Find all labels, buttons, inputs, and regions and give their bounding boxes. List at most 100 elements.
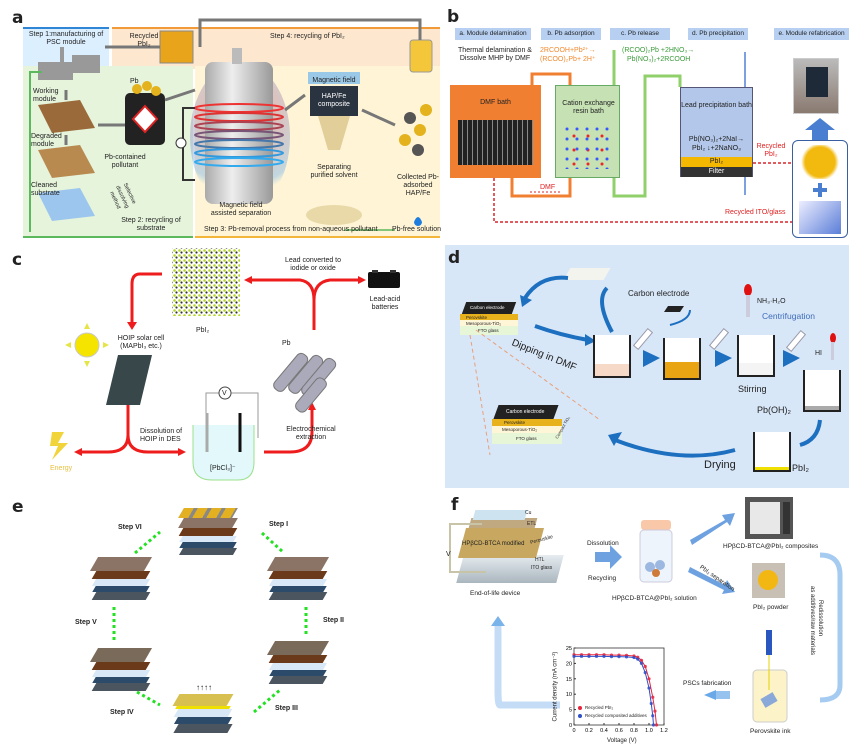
data-point-series-1 [639,661,644,666]
data-point-series-1 [602,654,606,658]
htl-label: HTL [535,557,545,563]
x-tick-label: 1.2 [660,728,668,734]
y-tick-label: 15 [566,677,572,683]
data-point-series-1 [647,686,651,690]
panel-label: d [448,248,461,268]
zoom-lines [469,329,601,456]
pboh2-label: Pb(OH)₂ [757,405,791,415]
layer-fto: FTO glass [516,436,537,441]
eq-release-1: (RCOO)₂Pb +2HNO₃→ [622,47,695,54]
layer-tio2: Mesoporous-TiO₂ [502,427,538,432]
y-tick-label: 5 [569,708,572,714]
step-i-label: Step I [269,521,289,528]
magnetic-field-text: Magnetic field [312,77,356,84]
x-tick-label: 0.2 [585,728,593,734]
solution-label: HPβCD-BTCA@PbI₂ solution [612,595,697,602]
carbon-removal-arrow [669,309,691,326]
recycle-substrate-arrow [29,71,42,232]
end-of-life-label: End-of-life device [470,590,521,597]
stack-step-iii-iv: ↑↑↑↑ [172,684,234,734]
ito-glass-photo [799,201,841,234]
fabrication-arrow [716,691,730,699]
solar-cell-icon [106,355,152,405]
filter-layer: Filter [681,167,752,177]
evaporation-arrows-icon: ↑↑↑↑ [196,683,212,692]
panel-d-arrows [469,275,836,458]
hi-label: HI [815,350,822,357]
factory-icon [38,47,100,80]
ac-source-icon [175,137,187,149]
series-line-0 [574,654,657,726]
pbi2-layer: PbI₂ [681,157,752,167]
data-point-series-1 [587,654,591,658]
dissolution-arrow-icon [595,545,622,569]
cylinder-rod [232,48,242,64]
cation-bath-label: Cation exchange resin bath [562,100,615,115]
fabrication-arrowhead [704,690,716,700]
arrow-to-recovered-glass [600,286,614,333]
data-point-series-1 [651,723,656,727]
oven-icon [745,497,793,539]
pbi2-label: PbI₂ [196,327,210,334]
data-point-series-1 [632,655,636,660]
x-tick-label: 1.0 [645,728,653,734]
nh3-label: NH₃·H₂O [757,298,786,305]
composites-label: HPβCD-BTCA@PbI₂ composites [723,543,819,550]
recycled-pbi2-photo [159,30,194,64]
hap-funnel-icon [306,72,362,225]
data-point-series-0 [654,723,659,727]
panel-c-arrows [50,270,400,481]
layer-perovskite: Perovskite [504,420,526,425]
thermal-text: Thermal delamination & Dissolve MHP by D… [458,47,532,62]
dissolution-label: Dissolution of HOIP in DES [140,428,183,443]
cleaned-substrate-text: Cleaned substrate [31,182,60,197]
ink-label: Perovskite ink [750,728,791,735]
recycled-pbi2-label: Recycled PbI₂ [756,143,786,158]
lead-acid-label: Lead-acid batteries [369,296,401,311]
collected-text: Collected Pb-adsorbed HAP/Fe [396,174,440,197]
data-point-series-1 [651,714,655,718]
eq-adsorption-1: 2RCOOH+Pb²⁺→ [540,47,596,54]
lead-acid-battery-icon [368,270,400,288]
header-precipitation: d. Pb precipitation [688,28,748,40]
legend-recycled-pbi2: Recycled PbI₂ [585,705,614,710]
layer-fto: FTO glass [478,328,499,333]
pbi2-label: PbI₂ [792,463,810,473]
dissolution-label: Dissolution [587,540,619,547]
perovskite-ink-icon [752,630,788,723]
hap-composite-text: HAP/Fe composite [318,93,350,108]
return-arrow [494,625,560,709]
header-delamination: a. Module delamination [455,28,531,40]
eq-precip-2: PbI₂ ↓+2NaNO₃ [692,145,741,152]
dipping-arrow [534,324,589,342]
pollutant-barrel-icon [125,81,165,145]
y-tick-label: 10 [566,692,572,698]
dropper-hi-icon [830,333,836,360]
dropper-nh3-icon [744,284,752,317]
header-release: c. Pb release [610,28,670,40]
dmf-pipe-top [530,72,572,85]
data-point-series-0 [643,664,647,669]
dmf-bath: DMF bath [450,85,541,178]
voltmeter-label: V [222,390,227,397]
process-arrowheads [520,295,800,446]
up-arrow-shaft [812,130,828,140]
energy-label: Energy [50,465,73,472]
dmf-bath-label: DMF bath [480,99,511,106]
step-iv-label: Step IV [110,709,134,716]
drying-label: Drying [704,459,736,471]
data-point-series-1 [594,654,599,658]
pb-rods-icon [273,352,337,413]
etl-label: ETL [527,521,537,527]
cation-exchange-bath: Cation exchange resin bath [555,85,620,178]
refabricated-module-photo [793,58,839,114]
y-tick-label: 20 [566,661,572,667]
redissolution-arrow [819,552,843,703]
step-vi-label: Step VI [118,524,142,531]
return-arrowhead [491,616,505,626]
arrow-to-solar-cell [130,272,162,322]
voltage-label: V [446,551,451,558]
connector-step-4 [136,690,161,707]
data-point-series-1 [636,657,640,661]
working-module-text: Working module [33,88,59,103]
